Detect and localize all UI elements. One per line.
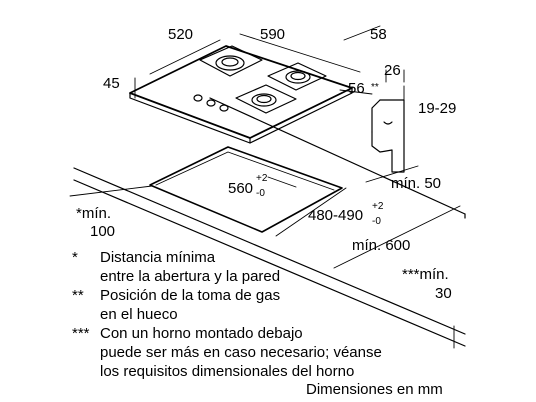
hob	[129, 45, 353, 144]
dim-min-bottom-1: ***mín.	[402, 266, 449, 283]
worktop	[73, 97, 466, 347]
dim-bracket-height: 19-29	[418, 100, 457, 117]
legend-mark-1: *	[72, 249, 78, 266]
dim-min-back: mín. 50	[391, 175, 442, 192]
dimension-lines	[69, 25, 461, 349]
dim-height: 45	[103, 75, 120, 92]
dim-min-front: mín. 600	[352, 237, 411, 254]
units-note: Dimensiones en mm	[306, 381, 443, 398]
dim-cutout-depth: 480-490	[308, 207, 364, 224]
burner-icon	[267, 62, 327, 91]
knob-icon	[193, 94, 229, 112]
bracket-profile	[371, 99, 405, 173]
legend-1-line-2: entre la abertura y la pared	[100, 268, 281, 285]
side-clearance-mark: **	[371, 82, 379, 93]
dim-min-left-2: 100	[90, 223, 116, 240]
cutout-width-tol-plus: +2	[256, 173, 268, 184]
cutout-opening	[149, 146, 343, 233]
legend-mark-2: **	[72, 287, 84, 304]
dim-min-left-1: *mín.	[76, 205, 112, 222]
legend-3-line-3: los requisitos dimensionales del horno	[100, 363, 355, 380]
cutout-width-tol-minus: -0	[256, 188, 265, 199]
cutout-depth-tol-plus: +2	[372, 201, 384, 212]
legend-3-line-1: Con un horno montado debajo	[100, 325, 303, 342]
dim-min-bottom-2: 30	[435, 285, 452, 302]
dim-right-offset: 58	[370, 26, 387, 43]
burner-icon	[199, 45, 263, 77]
dim-side-clearance: 56	[348, 80, 365, 97]
legend-3-line-2: puede ser más en caso necesario; véanse	[100, 344, 382, 361]
legend-2-line-2: en el hueco	[100, 306, 178, 323]
legend-2-line-1: Posición de la toma de gas	[100, 287, 281, 304]
legend-mark-3: ***	[72, 325, 90, 342]
dim-bracket-width: 26	[384, 62, 401, 79]
dim-cutout-width: 560	[228, 180, 254, 197]
dim-width: 590	[260, 26, 286, 43]
burner-icon	[235, 84, 297, 114]
dim-depth: 520	[168, 26, 194, 43]
legend-1-line-1: Distancia mínima	[100, 249, 216, 266]
cutout-depth-tol-minus: -0	[372, 216, 381, 227]
